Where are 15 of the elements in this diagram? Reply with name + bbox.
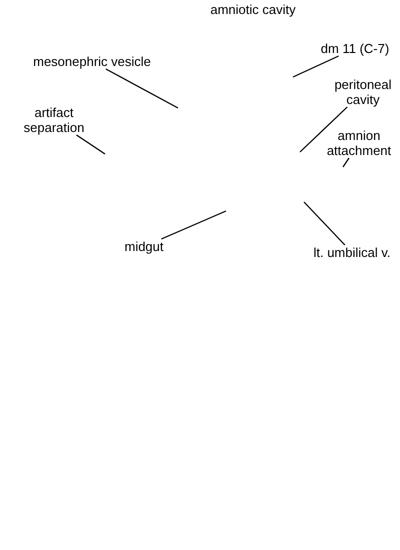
part-label: mesonephric vesicle: [28, 54, 156, 69]
part-label: artifact separation: [18, 105, 90, 135]
part-label: midgut: [120, 239, 168, 254]
leader-line: [76, 134, 106, 154]
part-label: amniotic cavity: [209, 2, 297, 17]
part-label: lt. umbilical v.: [308, 245, 396, 260]
leader-line: [161, 210, 226, 240]
leader-line: [304, 202, 346, 246]
leader-line: [106, 68, 178, 109]
leader-line: [342, 158, 350, 168]
leader-line: [292, 55, 339, 78]
part-label: dm 11 (C-7): [316, 41, 394, 56]
part-label: peritoneal cavity: [328, 77, 398, 107]
part-label: amnion attachment: [320, 128, 398, 158]
leader-line: [300, 106, 348, 152]
